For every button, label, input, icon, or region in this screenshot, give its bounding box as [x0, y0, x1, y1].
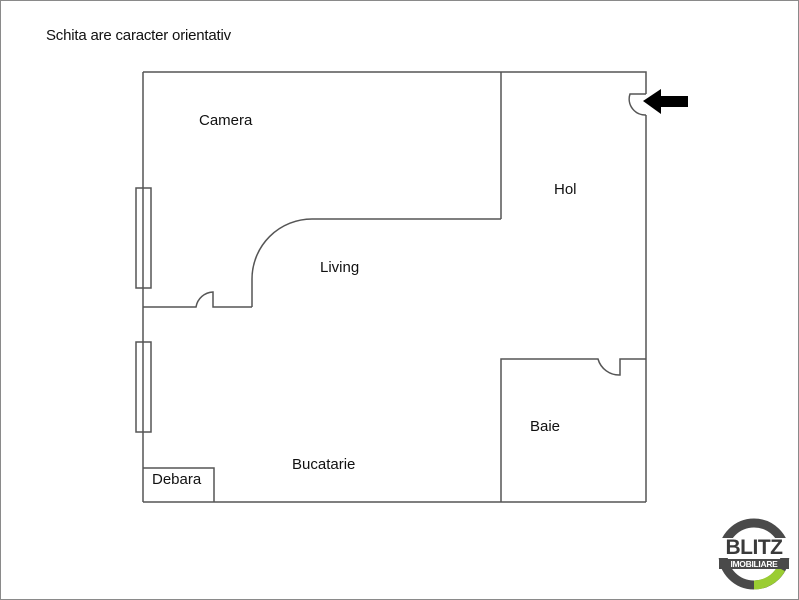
- outer-wall-top: [143, 71, 647, 94]
- baie-wall: [500, 358, 646, 502]
- room-label-living: Living: [320, 259, 360, 276]
- room-label-debara: Debara: [152, 471, 202, 488]
- camera-south-wall: [143, 291, 252, 308]
- room-label-camera: Camera: [199, 112, 253, 129]
- logo-text-blitz: BLITZ: [717, 537, 791, 558]
- entrance-door: [628, 93, 647, 116]
- arrow-left-icon: [643, 89, 688, 114]
- window-camera: [135, 187, 152, 289]
- camera-living-wall: [251, 218, 501, 307]
- debara-wall: [143, 467, 215, 502]
- logo-text-imobiliare: IMOBILIARE: [719, 559, 789, 569]
- room-label-bucatarie: Bucatarie: [292, 456, 356, 473]
- disclaimer-caption: Schita are caracter orientativ: [46, 27, 231, 44]
- window-living: [135, 341, 152, 433]
- blitz-logo: BLITZ IMOBILIARE: [717, 517, 791, 591]
- room-label-baie: Baie: [530, 418, 561, 435]
- room-label-hol: Hol: [554, 181, 577, 198]
